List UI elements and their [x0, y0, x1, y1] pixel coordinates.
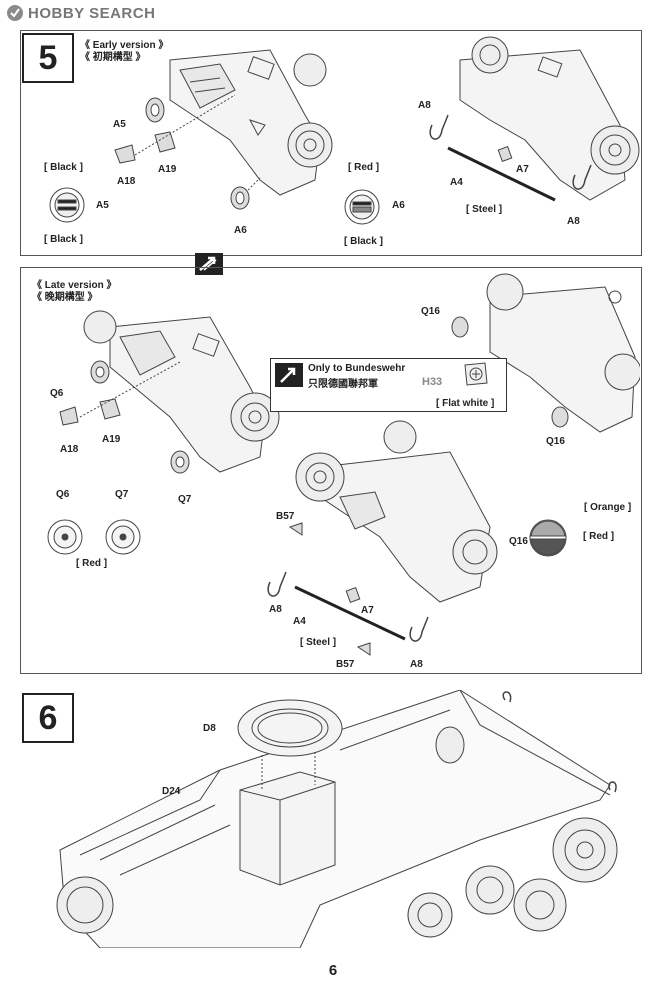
- label-d8: D8: [203, 723, 216, 734]
- label-a8-left: A8: [269, 604, 282, 615]
- late-title-en: 《 Late version 》: [32, 280, 117, 291]
- label-steel: [ Steel ]: [466, 204, 503, 215]
- late-version-title: 《 Late version 》 《 晚期構型 》: [32, 280, 116, 304]
- label-a18: A18: [117, 176, 136, 187]
- label-red-late: [ Red ]: [76, 558, 108, 569]
- label-a5: A5: [113, 119, 126, 130]
- early-version-title: 《 Early version 》 《 初期構型 》: [80, 40, 168, 64]
- label-q16-detail: Q16: [509, 536, 528, 547]
- label-a4: A4: [450, 177, 463, 188]
- step5-number: 5: [22, 33, 74, 83]
- logo-icon: [7, 5, 23, 21]
- step6-number: 6: [22, 693, 74, 743]
- label-black-bottom: [ Black ]: [44, 234, 83, 245]
- label-q6-detail: Q6: [56, 489, 70, 500]
- label-a7: A7: [516, 164, 529, 175]
- label-a8-top: A8: [418, 100, 431, 111]
- label-orange: [ Orange ]: [584, 502, 632, 513]
- bundeswehr-callout: Only to Bundeswehr 只限德國聯邦軍: [270, 358, 507, 412]
- early-version-diagram: [49, 36, 640, 225]
- label-a6: A6: [234, 225, 247, 236]
- bundeswehr-arrow-icon: [275, 363, 303, 387]
- bundeswehr-title: Only to Bundeswehr: [308, 363, 406, 374]
- label-a18-late: A18: [60, 444, 79, 455]
- step6-diagram: [56, 690, 618, 948]
- label-a7-late: A7: [361, 605, 374, 616]
- next-arrow-icon: [195, 253, 223, 275]
- label-a8-bottom: A8: [567, 216, 580, 227]
- label-b57-bottom: B57: [336, 659, 355, 670]
- site-logo: HOBBY SEARCH: [6, 4, 155, 22]
- label-red: [ Red ]: [348, 162, 380, 173]
- label-black-detail2: [ Black ]: [344, 236, 383, 247]
- step5-early-panel: [20, 30, 642, 256]
- h33-part-icon: [464, 362, 488, 386]
- late-title-jp: 《 晚期構型 》: [32, 292, 98, 303]
- label-black-top: [ Black ]: [44, 162, 83, 173]
- label-a4-late: A4: [293, 616, 306, 627]
- label-q7-detail: Q7: [115, 489, 129, 500]
- label-steel-late: [ Steel ]: [300, 637, 337, 648]
- label-a19-late: A19: [102, 434, 121, 445]
- label-q16-mid: Q16: [546, 436, 565, 447]
- page-number: 6: [328, 962, 338, 979]
- label-q16-top: Q16: [421, 306, 440, 317]
- label-a5-detail: A5: [96, 200, 109, 211]
- label-d24: D24: [162, 786, 181, 797]
- label-a6-detail: A6: [392, 200, 405, 211]
- early-title-jp: 《 初期構型 》: [80, 52, 146, 63]
- label-red-q16: [ Red ]: [583, 531, 615, 542]
- early-title-en: 《 Early version 》: [80, 40, 169, 51]
- label-flat-white: [ Flat white ]: [436, 398, 495, 409]
- late-version-diagram: [47, 273, 640, 656]
- logo-text: HOBBY SEARCH: [28, 4, 156, 22]
- label-h33: H33: [422, 376, 443, 388]
- step5-late-panel: [20, 267, 642, 674]
- label-q6: Q6: [50, 388, 64, 399]
- label-b57-top: B57: [276, 511, 295, 522]
- label-q7: Q7: [178, 494, 192, 505]
- label-a8-right: A8: [410, 659, 423, 670]
- bundeswehr-title-jp: 只限德國聯邦軍: [308, 379, 378, 390]
- label-a19: A19: [158, 164, 177, 175]
